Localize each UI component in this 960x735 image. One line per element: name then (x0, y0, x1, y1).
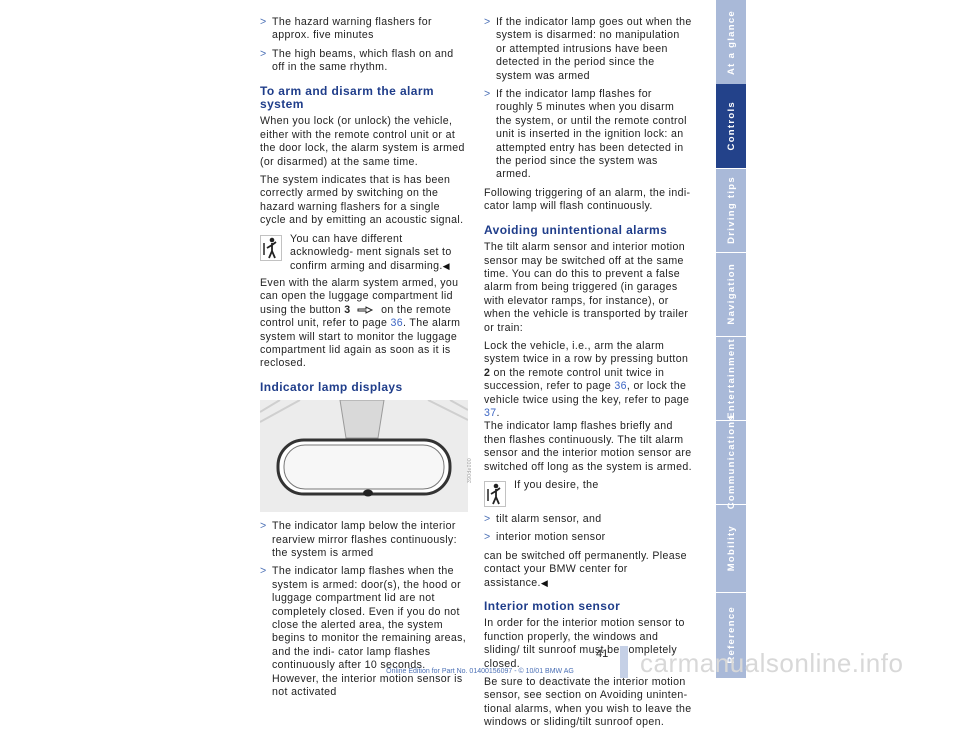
column-left: >The hazard warning flashers for approx.… (259, 16, 473, 704)
person-note-icon (260, 234, 282, 261)
tab-mobility[interactable]: Mobility (716, 504, 746, 593)
paragraph: The tilt alarm sensor and interior motio… (484, 241, 689, 334)
end-marker: ◀ (442, 260, 450, 271)
heading-arm-disarm: To arm and disarm the alarm system (260, 83, 434, 112)
heading-interior-motion-sensor: Interior motion sensor (484, 599, 621, 614)
paragraph: The system indicates that is has been co… (260, 174, 464, 227)
bullet-marker: > (260, 565, 267, 578)
bullet-marker: > (484, 88, 491, 101)
paragraph: Even with the alarm system armed, you ca… (260, 276, 461, 370)
image-code: 390de000 (466, 458, 473, 484)
page-link[interactable]: 36 (614, 380, 627, 393)
button-number: 2 (484, 366, 491, 379)
paragraph: Following triggering of an alarm, the in… (484, 186, 691, 213)
note-block: You can have different acknowledg- ment … (260, 233, 468, 273)
luggage-compartment-key-icon (357, 306, 373, 314)
rearview-mirror-illustration (259, 399, 469, 513)
bullet-marker: > (260, 520, 267, 533)
tab-communications[interactable]: Communications (716, 414, 746, 510)
footer-text: Online Edition for Part No. 01400156097 … (386, 668, 574, 675)
end-marker: ◀ (540, 577, 549, 588)
paragraph: Be sure to deactivate the interior motio… (484, 676, 692, 729)
bullet-marker: > (260, 16, 267, 28)
person-note-icon (484, 481, 506, 507)
paragraph: can be switched off permanently. Please … (484, 549, 687, 589)
bullet-marker: > (484, 513, 491, 525)
paragraph: In order for the interior motion sensor … (484, 617, 685, 670)
list-item: >The hazard warning flashers for approx.… (260, 16, 432, 42)
list-item: >If the indicator lamp goes out when the… (484, 16, 692, 82)
bullet-marker: > (484, 16, 491, 28)
page-bar (620, 646, 628, 678)
page-number: 41 (596, 648, 609, 660)
column-right: >If the indicator lamp goes out when the… (484, 16, 692, 735)
tab-driving-tips[interactable]: Driving tips (716, 168, 746, 253)
list-item: >The indicator lamp flashes when the sys… (260, 565, 467, 699)
list-item: >tilt alarm sensor, and (484, 513, 602, 525)
list-item: >If the indicator lamp flashes for rough… (484, 88, 687, 181)
list-item: >interior motion sensor (484, 531, 606, 544)
paragraph: When you lock (or unlock) the vehicle, e… (260, 115, 465, 168)
chapter-sidebar: At a glance Controls Driving tips Naviga… (716, 0, 746, 678)
page-link[interactable]: 36 (390, 317, 404, 330)
list-item: >The high beams, which flash on and off … (260, 47, 454, 74)
note-block: If you desire, the (484, 479, 692, 509)
heading-indicator-lamp: Indicator lamp displays (260, 379, 403, 394)
bullet-marker: > (260, 47, 267, 60)
heading-avoiding-alarms: Avoiding unintentional alarms (484, 222, 668, 237)
paragraph: Lock the vehicle, i.e., arm the alarm sy… (484, 339, 690, 419)
tab-navigation[interactable]: Navigation (716, 252, 746, 337)
tab-at-a-glance[interactable]: At a glance (716, 0, 746, 85)
page-link[interactable]: 37 (484, 406, 497, 419)
bullet-marker: > (484, 531, 491, 544)
paragraph: The indicator lamp flashes briefly and t… (484, 420, 692, 473)
tab-controls[interactable]: Controls (716, 84, 746, 169)
rearview-mirror-image: 390de000 (259, 399, 473, 513)
list-item: >The indicator lamp below the interior r… (260, 520, 457, 559)
button-number: 3 (344, 303, 351, 316)
tab-entertainment[interactable]: Entertainment (716, 336, 746, 421)
watermark: carmanualsonline.info (640, 648, 904, 678)
